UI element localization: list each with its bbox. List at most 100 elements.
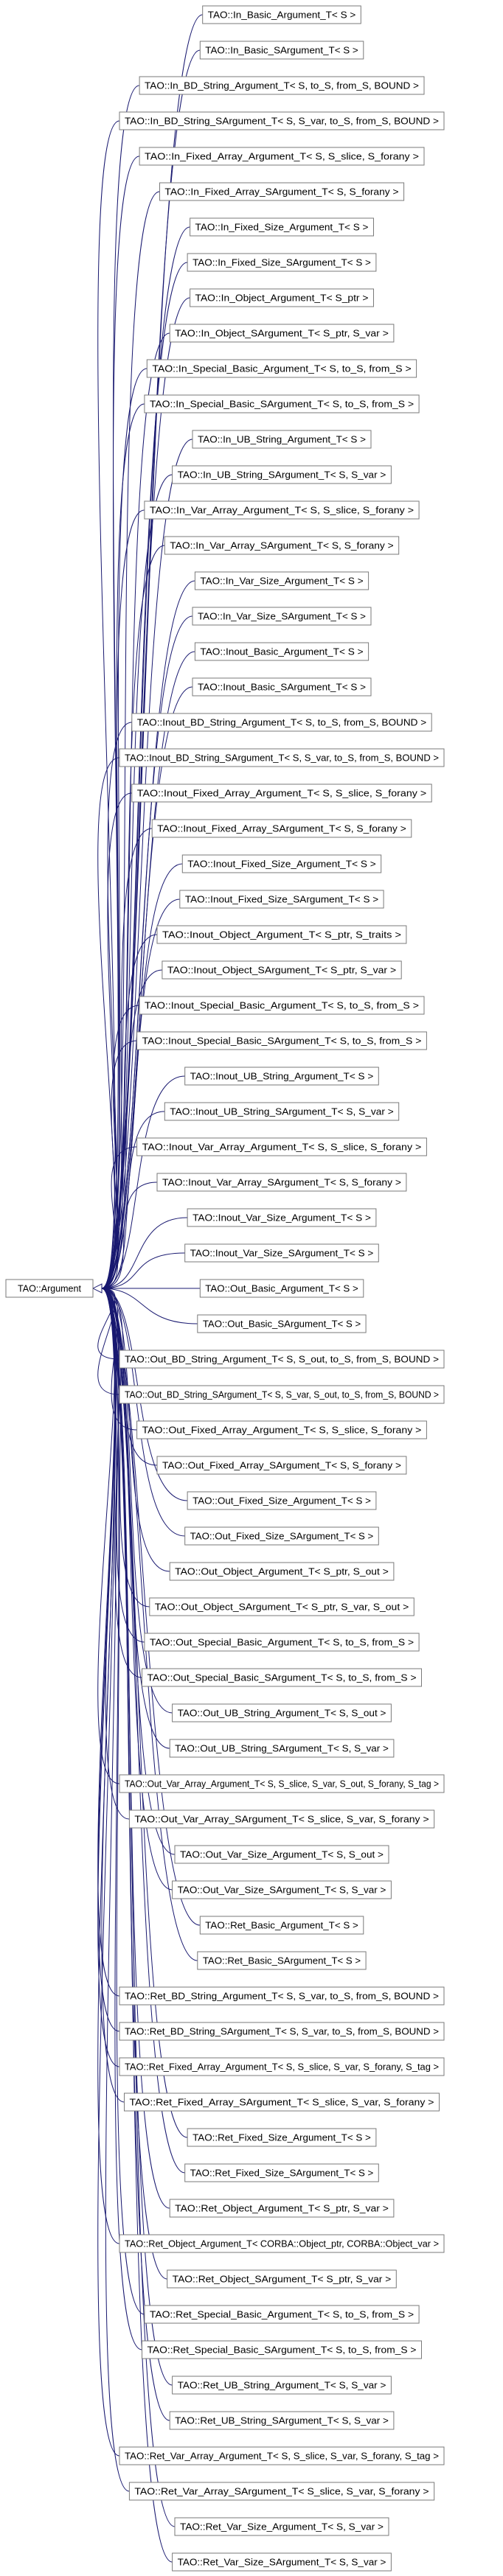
class-node[interactable]: TAO::In_Basic_SArgument_T< S > [199,41,364,60]
base-class-node[interactable]: TAO::Argument [5,1279,94,1298]
class-node[interactable]: TAO::Out_UB_String_Argument_T< S, S_out … [172,1703,392,1722]
class-node[interactable]: TAO::Out_Fixed_Array_SArgument_T< S, S_f… [156,1456,407,1475]
class-node[interactable]: TAO::In_Var_Array_SArgument_T< S, S_fora… [164,536,400,555]
class-node[interactable]: TAO::Ret_Object_SArgument_T< S_ptr, S_va… [167,2269,397,2289]
class-node[interactable]: TAO::Out_Fixed_Size_Argument_T< S > [187,1491,377,1510]
class-node[interactable]: TAO::In_Object_SArgument_T< S_ptr, S_var… [169,324,395,343]
class-node[interactable]: TAO::Inout_Special_Basic_Argument_T< S, … [139,996,425,1015]
class-node[interactable]: TAO::In_UB_String_Argument_T< S > [192,430,372,449]
class-node[interactable]: TAO::In_BD_String_Argument_T< S, to_S, f… [139,76,425,95]
class-label: TAO::Inout_Special_Basic_SArgument_T< S,… [142,1036,422,1047]
class-node[interactable]: TAO::Inout_Fixed_Size_SArgument_T< S > [179,890,384,909]
class-node[interactable]: TAO::Ret_Fixed_Array_Argument_T< S, S_sl… [119,2057,445,2076]
class-node[interactable]: TAO::Ret_Fixed_Array_SArgument_T< S_slic… [124,2092,440,2112]
class-label: TAO::In_Fixed_Array_Argument_T< S, S_sli… [145,152,419,162]
class-node[interactable]: TAO::Ret_Special_Basic_Argument_T< S, to… [144,2305,420,2324]
class-node[interactable]: TAO::Ret_UB_String_SArgument_T< S, S_var… [169,2411,395,2430]
class-node[interactable]: TAO::Out_Object_Argument_T< S_ptr, S_out… [169,1562,395,1581]
class-node[interactable]: TAO::In_Fixed_Array_SArgument_T< S, S_fo… [159,182,405,201]
class-node[interactable]: TAO::Inout_Fixed_Size_Argument_T< S > [181,854,382,873]
class-node[interactable]: TAO::Ret_BD_String_SArgument_T< S, S_var… [119,2022,445,2041]
class-label: TAO::Out_Object_Argument_T< S_ptr, S_out… [175,1567,389,1577]
class-box [142,1668,422,1687]
class-node[interactable]: TAO::Inout_UB_String_SArgument_T< S, S_v… [164,1102,400,1121]
class-node[interactable]: TAO::Out_Fixed_Size_SArgument_T< S > [184,1526,379,1546]
class-node[interactable]: TAO::Ret_Fixed_Size_Argument_T< S > [187,2128,377,2147]
class-box [144,2305,420,2324]
class-node[interactable]: TAO::In_Fixed_Array_Argument_T< S, S_sli… [139,147,425,166]
class-node[interactable]: TAO::Out_Basic_SArgument_T< S > [197,1314,367,1333]
class-label: TAO::In_Var_Size_Argument_T< S > [200,576,363,587]
class-node[interactable]: TAO::Inout_Basic_SArgument_T< S > [192,677,372,697]
class-node[interactable]: TAO::Inout_Fixed_Array_SArgument_T< S, S… [151,819,412,838]
class-node[interactable]: TAO::In_Var_Size_SArgument_T< S > [192,607,372,626]
class-node[interactable]: TAO::Ret_Fixed_Size_SArgument_T< S > [184,2163,379,2182]
class-node[interactable]: TAO::Inout_Var_Size_SArgument_T< S > [184,1243,379,1263]
class-label: TAO::Out_Var_Array_SArgument_T< S_slice,… [134,1815,429,1825]
class-box [156,925,407,944]
class-node[interactable]: TAO::In_Var_Size_Argument_T< S > [194,571,370,590]
class-node[interactable]: TAO::Inout_UB_String_Argument_T< S > [184,1067,379,1086]
class-node[interactable]: TAO::Inout_Var_Size_Argument_T< S > [187,1208,377,1227]
class-node[interactable]: TAO::Ret_Var_Array_SArgument_T< S_slice,… [128,2482,435,2501]
class-node[interactable]: TAO::Ret_Object_Argument_T< CORBA::Objec… [119,2234,445,2253]
class-node[interactable]: TAO::Inout_BD_String_Argument_T< S, to_S… [131,713,432,732]
class-node[interactable]: TAO::Out_Var_Array_SArgument_T< S_slice,… [128,1809,435,1829]
class-node[interactable]: TAO::Out_BD_String_Argument_T< S, S_out,… [119,1350,445,1369]
class-node[interactable]: TAO::In_Special_Basic_Argument_T< S, to_… [146,359,417,378]
class-node[interactable]: TAO::Out_UB_String_SArgument_T< S, S_var… [169,1739,395,1758]
class-node[interactable]: TAO::Ret_Object_Argument_T< S_ptr, S_var… [169,2199,395,2218]
class-box [119,2234,445,2253]
class-label: TAO::Inout_Fixed_Size_Argument_T< S > [187,859,375,870]
class-node[interactable]: TAO::Inout_Basic_Argument_T< S > [194,642,370,661]
class-label: TAO::Out_UB_String_Argument_T< S, S_out … [178,1708,386,1719]
class-node[interactable]: TAO::Out_Object_SArgument_T< S_ptr, S_va… [149,1597,414,1616]
inheritance-edge [101,1217,188,1289]
class-node[interactable]: TAO::In_UB_String_SArgument_T< S, S_var … [172,465,392,484]
class-node[interactable]: TAO::Out_Special_Basic_SArgument_T< S, t… [142,1668,422,1687]
class-label: TAO::Inout_Var_Size_SArgument_T< S > [190,1249,374,1259]
class-node[interactable]: TAO::In_Special_Basic_SArgument_T< S, to… [144,394,420,413]
class-label: TAO::Out_BD_String_SArgument_T< S, S_var… [125,1390,439,1400]
class-node[interactable]: TAO::Ret_Basic_Argument_T< S > [199,1916,364,1935]
class-label: TAO::In_Special_Basic_SArgument_T< S, to… [150,399,414,410]
class-node[interactable]: TAO::Inout_BD_String_SArgument_T< S, S_v… [119,748,445,767]
class-node[interactable]: TAO::Inout_Fixed_Array_Argument_T< S, S_… [131,783,432,803]
class-node[interactable]: TAO::Inout_Object_SArgument_T< S_ptr, S_… [162,960,402,980]
class-box [124,2092,440,2112]
class-node[interactable]: TAO::Inout_Var_Array_Argument_T< S, S_sl… [136,1137,427,1156]
class-node[interactable]: TAO::Out_BD_String_SArgument_T< S, S_var… [119,1385,445,1404]
class-node[interactable]: TAO::In_BD_String_SArgument_T< S, S_var,… [119,111,445,130]
class-node[interactable]: TAO::In_Fixed_Size_Argument_T< S > [190,217,374,237]
class-box [167,2269,397,2289]
class-node[interactable]: TAO::Inout_Object_Argument_T< S_ptr, S_t… [156,925,407,944]
class-box [139,147,425,166]
inheritance-edge [101,1288,173,1891]
class-node[interactable]: TAO::Out_Fixed_Array_Argument_T< S, S_sl… [136,1420,427,1439]
inheritance-edge [101,1005,140,1289]
class-label: TAO::Out_Var_Size_SArgument_T< S, S_var … [178,1885,386,1896]
class-node[interactable]: TAO::Out_Special_Basic_Argument_T< S, to… [144,1633,420,1652]
class-node[interactable]: TAO::In_Object_Argument_T< S_ptr > [190,288,374,307]
class-node[interactable]: TAO::Inout_Var_Array_SArgument_T< S, S_f… [156,1173,407,1192]
class-node[interactable]: TAO::Ret_Var_Size_SArgument_T< S, S_var … [172,2552,392,2572]
class-node[interactable]: TAO::In_Var_Array_Argument_T< S, S_slice… [144,500,420,520]
class-node[interactable]: TAO::Ret_Special_Basic_SArgument_T< S, t… [142,2340,422,2359]
class-box [119,1385,445,1404]
class-node[interactable]: TAO::Out_Basic_Argument_T< S > [199,1279,364,1298]
class-node[interactable]: TAO::Inout_Special_Basic_SArgument_T< S,… [136,1031,427,1050]
class-node[interactable]: TAO::Ret_Basic_SArgument_T< S > [197,1951,367,1970]
class-node[interactable]: TAO::In_Fixed_Size_SArgument_T< S > [187,253,377,272]
inheritance-edge [101,828,153,1289]
class-node[interactable]: TAO::Out_Var_Array_Argument_T< S, S_slic… [119,1774,445,1793]
class-node[interactable]: TAO::Ret_Var_Array_Argument_T< S, S_slic… [119,2446,445,2465]
class-box [164,536,400,555]
class-node[interactable]: TAO::Ret_BD_String_Argument_T< S, S_var,… [119,1986,445,2006]
class-label: TAO::Ret_Fixed_Size_SArgument_T< S > [190,2168,374,2179]
class-label: TAO::Inout_Object_Argument_T< S_ptr, S_t… [162,930,401,940]
class-node[interactable]: TAO::Ret_Var_Size_Argument_T< S, S_var > [174,2517,389,2536]
class-node[interactable]: TAO::Out_Var_Size_Argument_T< S, S_out > [174,1845,389,1864]
class-node[interactable]: TAO::Ret_UB_String_Argument_T< S, S_var … [172,2376,392,2395]
class-node[interactable]: TAO::Out_Var_Size_SArgument_T< S, S_var … [172,1880,392,1899]
class-node[interactable]: TAO::In_Basic_Argument_T< S > [202,5,361,24]
